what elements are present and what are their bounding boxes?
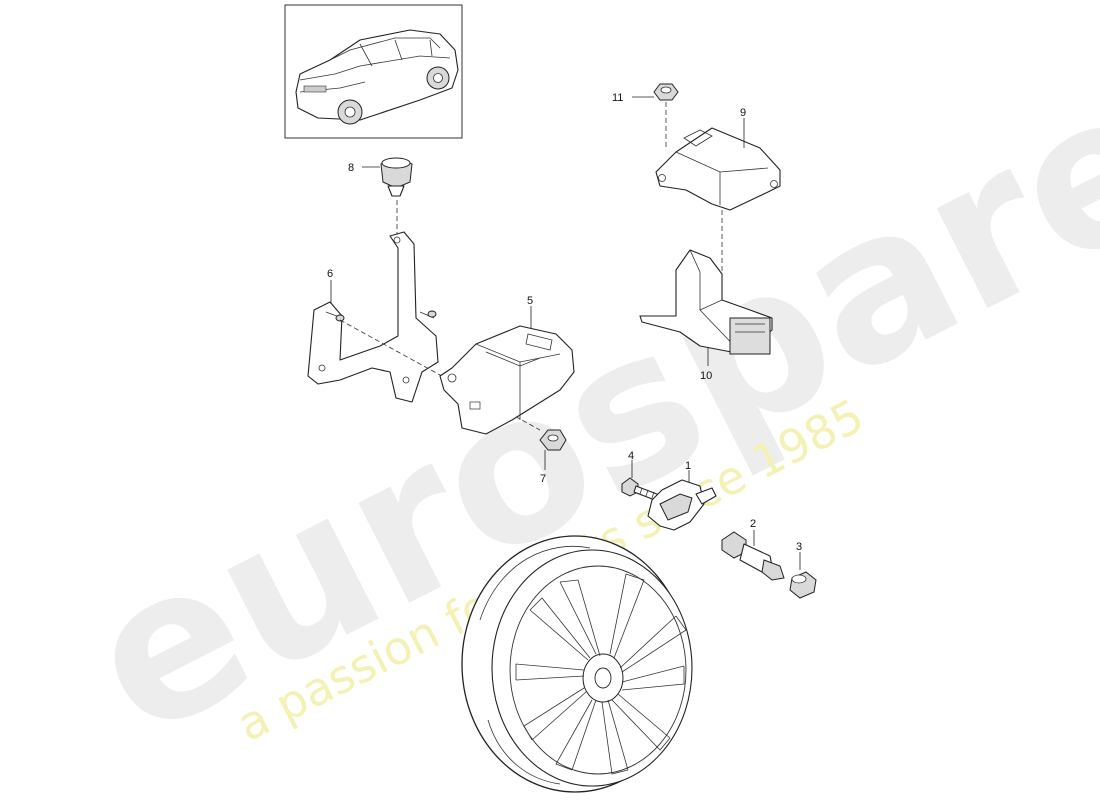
wheel-spokes (515, 573, 687, 775)
label-part-10[interactable]: 10 (700, 370, 712, 382)
suv-car-icon (295, 29, 459, 125)
part-1-tire-pressure-sensor[interactable] (647, 479, 717, 531)
part-6-mounting-bracket[interactable] (307, 231, 541, 431)
vehicle-thumbnail[interactable] (284, 4, 463, 139)
label-part-3[interactable]: 3 (796, 541, 802, 553)
label-part-8[interactable]: 8 (348, 162, 354, 174)
part-11-nut[interactable] (653, 83, 679, 148)
part-number-labels: 1 2 3 4 5 6 7 8 9 10 11 (327, 92, 802, 553)
label-part-2[interactable]: 2 (750, 518, 756, 530)
part-7-nut[interactable] (539, 429, 567, 451)
label-part-5[interactable]: 5 (527, 295, 533, 307)
part-5-receiver-module[interactable] (439, 325, 575, 435)
part-10-bracket[interactable] (639, 249, 773, 355)
part-9-tpms-control-unit[interactable] (655, 127, 781, 280)
label-part-7[interactable]: 7 (540, 473, 546, 485)
label-part-9[interactable]: 9 (740, 107, 746, 119)
leader-lines (330, 96, 801, 570)
label-part-1[interactable]: 1 (685, 460, 691, 472)
part-8-clip[interactable] (380, 157, 413, 236)
label-part-6[interactable]: 6 (327, 268, 333, 280)
part-3-valve-cap[interactable] (789, 571, 817, 599)
label-part-11[interactable]: 11 (612, 92, 623, 104)
part-2-valve[interactable] (721, 531, 785, 581)
wheel-rim-icon[interactable] (461, 535, 693, 793)
label-part-4[interactable]: 4 (628, 450, 634, 462)
